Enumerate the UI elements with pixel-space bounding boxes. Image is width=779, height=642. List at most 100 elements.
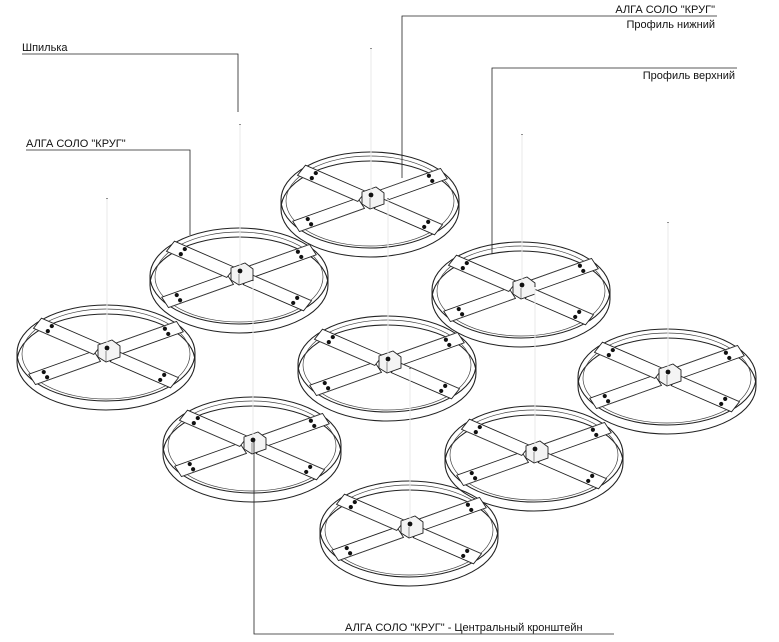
central-bracket <box>243 431 267 455</box>
ring-inner <box>167 400 337 492</box>
ring-inner <box>285 155 455 247</box>
profile-arm <box>243 243 317 279</box>
profile-arm-edge <box>399 362 460 389</box>
leader-lines <box>22 15 737 635</box>
ring-top <box>319 480 499 578</box>
profile-arm <box>165 240 236 279</box>
ring-inner <box>302 319 472 411</box>
profile-arm <box>174 442 248 478</box>
central-bracket <box>400 515 424 539</box>
mount-hole <box>182 246 187 252</box>
mount-hole <box>586 478 591 484</box>
profile-arm <box>412 526 483 565</box>
profile-arm <box>538 421 612 457</box>
mount-hole <box>187 461 192 467</box>
rod-nut <box>250 437 256 443</box>
mount-hole <box>352 499 357 505</box>
profile-arm-edge <box>526 258 592 282</box>
profile-arm-edge <box>251 274 312 301</box>
label-pin: Шпилька <box>22 42 68 54</box>
profile-arm-edge <box>375 168 441 192</box>
rod-nut <box>104 345 110 351</box>
mount-hole <box>590 473 595 478</box>
profile-arm <box>331 526 405 562</box>
profile-arm-edge <box>392 332 458 356</box>
profile-arm-edge <box>264 443 325 470</box>
profile-arm-edge <box>594 352 655 379</box>
mount-hole <box>577 309 582 314</box>
mount-hole <box>426 173 431 178</box>
luminaire <box>149 124 329 334</box>
profile-arm <box>373 197 444 236</box>
mount-hole <box>439 388 444 394</box>
luminaire <box>444 286 624 512</box>
mount-hole <box>456 306 461 312</box>
mount-hole <box>477 424 482 430</box>
mount-hole <box>166 331 171 337</box>
ring-inner <box>324 484 494 576</box>
mount-hole <box>422 224 427 230</box>
mount-hole <box>295 295 300 300</box>
mount-hole <box>299 254 304 260</box>
mount-hole <box>191 421 196 426</box>
luminaire <box>280 48 460 258</box>
mount-hole <box>447 342 452 348</box>
profile-arm-edge <box>35 361 101 385</box>
mount-hole <box>305 216 310 222</box>
rod-nut <box>532 446 538 452</box>
mount-hole <box>602 393 607 399</box>
profile-arm-edge <box>421 527 482 554</box>
profile-arm <box>335 493 406 532</box>
profile-arm-edge <box>33 328 94 355</box>
profile-arm-edge <box>679 375 740 402</box>
mount-hole <box>162 326 167 331</box>
profile-arm <box>456 451 530 487</box>
profile-arm <box>109 350 180 389</box>
mount-hole <box>178 298 183 303</box>
mount-hole <box>727 355 732 361</box>
mount-hole <box>309 222 314 227</box>
luminaire <box>162 280 342 503</box>
mount-hole <box>162 372 167 377</box>
mount-hole <box>581 268 586 274</box>
profile-arm <box>391 331 465 367</box>
label-profile-upper: Профиль верхний <box>643 70 735 82</box>
profile-arm-edge <box>257 413 323 437</box>
mount-hole <box>308 464 313 469</box>
mount-hole <box>443 337 448 342</box>
profile-arm-edge <box>299 208 365 232</box>
profile-arm <box>178 409 249 448</box>
mount-hole <box>469 470 474 476</box>
mount-hole <box>430 178 435 184</box>
profile-arm <box>374 167 448 203</box>
ring-top <box>431 241 611 339</box>
profile-arm-edge <box>450 298 516 322</box>
profile-arm-edge <box>181 453 247 477</box>
ring-top <box>444 405 624 503</box>
profile-arm-edge <box>382 198 443 225</box>
profile-arm-edge <box>596 385 662 409</box>
mount-hole <box>610 347 615 353</box>
mount-hole <box>178 252 183 257</box>
profile-arm-edge <box>338 537 404 561</box>
luminaire <box>297 198 477 422</box>
central-bracket <box>525 440 549 464</box>
profile-arm-edge <box>461 429 522 456</box>
profile-arm-edge <box>672 345 738 369</box>
mount-hole <box>573 314 578 320</box>
mount-hole <box>49 323 54 329</box>
leader-profile-lower <box>401 15 717 178</box>
profile-arm <box>28 350 102 386</box>
mount-hole <box>174 292 179 298</box>
mount-hole <box>719 401 724 407</box>
profile-arm-edge <box>463 462 529 486</box>
mount-hole <box>191 467 196 472</box>
profile-arm <box>110 320 184 356</box>
mount-hole <box>443 383 448 388</box>
mount-hole <box>606 399 611 404</box>
mount-hole <box>158 377 163 383</box>
profile-arm <box>589 374 663 410</box>
central-bracket <box>361 186 385 210</box>
profile-arm-edge <box>533 288 594 315</box>
profile-arm <box>309 361 383 397</box>
